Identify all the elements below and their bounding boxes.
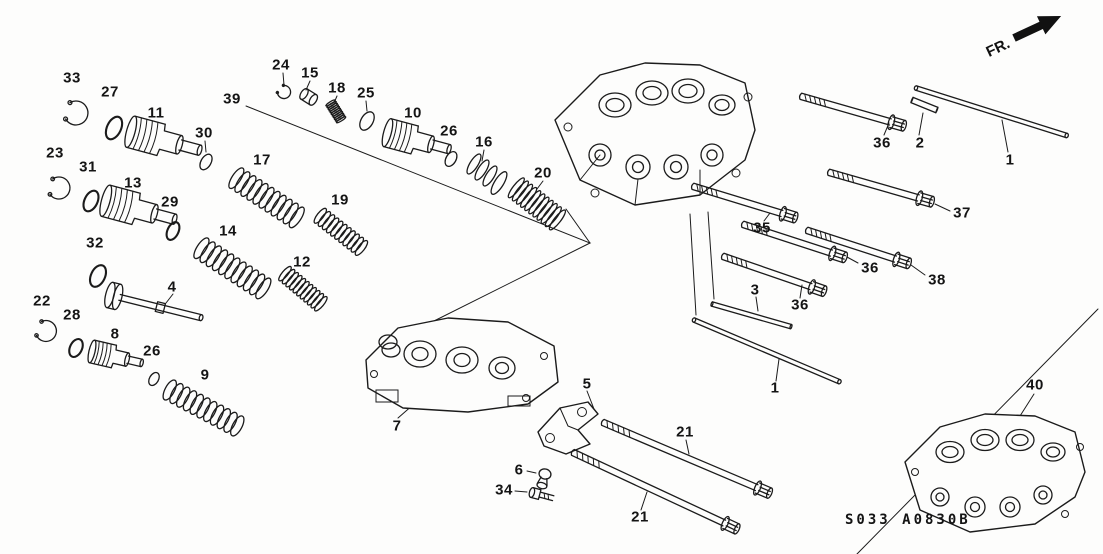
part-label-36-42: 36 — [791, 296, 809, 314]
part-33-snap-ring — [62, 98, 92, 129]
part-label-19-18: 19 — [331, 191, 349, 209]
part-label-24-2: 24 — [272, 56, 290, 74]
bolt-36-bottom — [718, 248, 830, 300]
bolt-38 — [802, 222, 914, 272]
part-16-seal-ring-set — [466, 153, 508, 195]
part-label-14-19: 14 — [219, 222, 237, 240]
part-26-ring-lower — [148, 371, 160, 387]
part-label-3-41: 3 — [750, 281, 760, 299]
part-label-23-12: 23 — [46, 144, 64, 162]
part-label-30-9: 30 — [195, 124, 213, 142]
part-label-33-0: 33 — [63, 69, 81, 87]
part-label-36-39: 36 — [861, 259, 879, 277]
part-29-o-ring — [165, 221, 181, 241]
part-15-bushing — [299, 87, 319, 106]
part-label-27-1: 27 — [101, 83, 119, 101]
pin-2 — [909, 96, 940, 114]
part-12-spring — [276, 264, 330, 313]
part-31-o-ring — [82, 189, 100, 213]
bolt-21-lower — [567, 444, 743, 538]
rod-3 — [709, 301, 794, 330]
part-7-servo-body — [365, 317, 559, 413]
rod-1-lower — [691, 316, 843, 386]
part-20-spring — [505, 175, 569, 233]
part-label-38-40: 38 — [928, 271, 946, 289]
part-27-o-ring — [104, 115, 124, 141]
part-28-o-ring — [68, 337, 84, 359]
part-label-2-35: 2 — [915, 134, 925, 152]
part-4-piston-rod — [104, 281, 204, 322]
part-32-o-ring — [88, 264, 108, 288]
diagram-code: S033 A0830B — [845, 512, 971, 528]
part-22-snap-ring — [33, 317, 60, 345]
part-label-7-28: 7 — [392, 417, 402, 435]
part-label-25-6: 25 — [357, 84, 375, 102]
part-label-22-23: 22 — [33, 292, 51, 310]
part-label-36-34: 36 — [873, 134, 891, 152]
part-40-valve-body-assembly — [904, 413, 1086, 533]
part-label-5-29: 5 — [582, 375, 592, 393]
part-label-32-20: 32 — [86, 234, 104, 252]
part-label-11-7: 11 — [147, 104, 165, 122]
part-label-9-27: 9 — [200, 366, 210, 384]
part-25-ring — [359, 111, 375, 131]
part-11-servo-piston — [121, 114, 207, 167]
part-label-31-13: 31 — [79, 158, 97, 176]
part-label-10-8: 10 — [404, 104, 422, 122]
part-label-21-32: 21 — [676, 423, 694, 441]
part-34-bolt — [528, 486, 555, 502]
part-label-13-15: 13 — [124, 174, 142, 192]
part-label-40-44: 40 — [1026, 376, 1044, 394]
part-label-8-25: 8 — [110, 325, 120, 343]
part-label-18-4: 18 — [328, 79, 346, 97]
part-6-valve — [536, 468, 552, 490]
part-label-12-21: 12 — [293, 253, 311, 271]
part-label-29-17: 29 — [161, 193, 179, 211]
part-18-spring — [325, 98, 347, 124]
part-label-20-16: 20 — [534, 164, 552, 182]
fr-direction-arrow: FR. — [984, 16, 1062, 61]
part-label-34-31: 34 — [495, 481, 513, 499]
part-23-snap-ring — [46, 174, 73, 202]
part-label-17-14: 17 — [253, 151, 271, 169]
part-8-servo-piston — [85, 339, 147, 375]
secondary-valve-body-assembly — [554, 62, 756, 206]
part-9-spring — [159, 377, 248, 439]
part-5-bracket — [537, 401, 599, 455]
part-24-clip — [274, 82, 294, 102]
part-17-spring — [225, 165, 308, 231]
part-19-spring — [311, 206, 370, 258]
part-label-6-30: 6 — [514, 461, 524, 479]
part-label-16-11: 16 — [475, 133, 493, 151]
part-30-ring — [199, 153, 213, 171]
part-label-26-26: 26 — [143, 342, 161, 360]
part-label-28-24: 28 — [63, 306, 81, 324]
part-14-spring — [190, 235, 275, 302]
part-label-37-38: 37 — [953, 204, 971, 222]
bolt-37 — [825, 164, 937, 211]
bolt-36-top — [797, 88, 909, 135]
part-label-15-3: 15 — [301, 64, 319, 82]
part-26-ring-upper — [444, 150, 458, 168]
part-label-21-33: 21 — [631, 508, 649, 526]
part-label-35-37: 35 — [753, 219, 771, 237]
part-label-26-10: 26 — [440, 122, 458, 140]
part-label-1-43: 1 — [770, 379, 780, 397]
fr-label: FR. — [984, 35, 1013, 61]
part-label-39-5: 39 — [223, 90, 241, 108]
part-label-1-36: 1 — [1005, 151, 1015, 169]
part-label-4-22: 4 — [167, 278, 177, 296]
